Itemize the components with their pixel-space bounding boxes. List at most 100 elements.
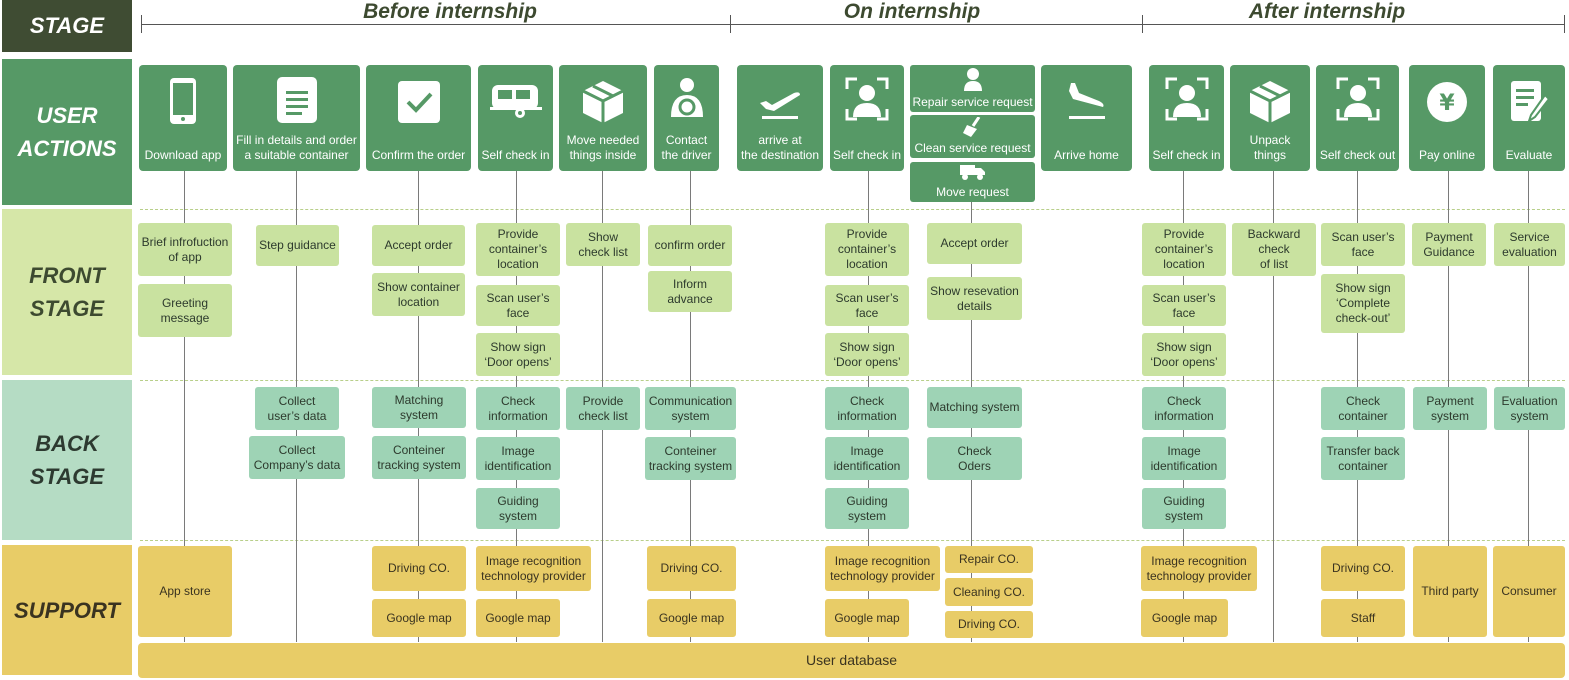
support-label: SUPPORT — [2, 545, 132, 675]
face-scan-icon — [1336, 77, 1379, 121]
face-scan-icon — [1165, 77, 1208, 121]
front-inform-advance: Inform advance — [648, 271, 732, 312]
front-show-reservation: Show resevation details — [927, 277, 1022, 320]
front-door-opens-1: Show sign ‘Door opens’ — [476, 333, 560, 376]
front-accept-order-1: Accept order — [372, 225, 465, 266]
front-service-evaluation: Service evaluation — [1494, 223, 1565, 266]
action-repair-request[interactable]: Repair service request — [910, 65, 1035, 112]
back-collect-company: Collect Company’s data — [249, 436, 345, 479]
action-label: Self check in — [832, 148, 902, 162]
action-label: Clean service request — [914, 141, 1031, 155]
back-check-orders: Check Oders — [927, 437, 1022, 480]
repair-worker-icon — [963, 68, 982, 91]
support-third-party: Third party — [1413, 546, 1487, 637]
action-evaluate[interactable]: Evaluate — [1493, 65, 1565, 171]
front-complete-checkout: Show sign ‘Complete check-out’ — [1321, 274, 1405, 333]
back-evaluation-system: Evaluation system — [1494, 387, 1565, 430]
front-top-divider — [140, 209, 1565, 210]
flow-line — [184, 170, 185, 642]
back-check-info-3: Check information — [1142, 387, 1226, 430]
action-label: Arrive home — [1054, 148, 1119, 162]
action-confirm-order[interactable]: Confirm the order — [366, 65, 471, 171]
support-driving-1: Driving CO. — [372, 546, 466, 591]
support-image-rec-2: Image recognition technology provider — [825, 546, 940, 591]
action-self-check-in-1[interactable]: Self check in — [478, 65, 553, 171]
back-stage-label: BACK STAGE — [2, 380, 132, 540]
support-google-5: Google map — [1141, 599, 1228, 637]
flow-line — [1273, 170, 1274, 642]
front-scan-face-3: Scan user’s face — [1142, 285, 1226, 326]
action-label: Download app — [144, 148, 222, 162]
action-move-things[interactable]: Move needed things inside — [559, 65, 647, 171]
front-provide-location-2: Provide container’s location — [825, 223, 909, 276]
phase-on: On internship — [832, 0, 992, 24]
support-repair-co: Repair CO. — [945, 546, 1033, 573]
support-google-4: Google map — [825, 599, 909, 637]
front-confirm-order: confirm order — [648, 225, 732, 266]
action-label: arrive at the destination — [740, 133, 820, 162]
action-label: Confirm the order — [371, 148, 466, 162]
action-pay-online[interactable]: ¥ Pay online — [1409, 65, 1485, 171]
action-unpack[interactable]: Unpack things — [1230, 65, 1310, 171]
back-image-id-1: Image identification — [476, 437, 560, 480]
action-label: Unpack things — [1249, 133, 1291, 162]
back-matching-1: Matching system — [372, 387, 466, 428]
back-transfer-back: Transfer back container — [1321, 437, 1405, 480]
front-scan-face-2: Scan user’s face — [825, 285, 909, 326]
back-image-id-2: Image identification — [825, 437, 909, 480]
action-label: Self check out — [1319, 148, 1396, 162]
front-brief-intro: Brief infrofuction of app — [138, 223, 232, 276]
action-label: Move needed things inside — [566, 133, 640, 162]
support-user-database: User database — [138, 643, 1565, 678]
front-provide-location-1: Provide container’s location — [476, 223, 560, 276]
back-guiding-1: Guiding system — [476, 488, 560, 529]
front-greeting: Greeting message — [138, 284, 232, 337]
driver-icon — [670, 78, 703, 117]
support-google-2: Google map — [476, 599, 560, 637]
back-check-info-1: Check information — [476, 387, 560, 430]
phase-tick-start — [141, 15, 142, 33]
back-check-container: Check container — [1321, 387, 1405, 430]
action-self-check-out[interactable]: Self check out — [1316, 65, 1399, 171]
action-label: Move request — [936, 185, 1009, 199]
back-top-divider — [140, 380, 1565, 381]
face-scan-icon — [845, 77, 889, 121]
phase-tick-on — [730, 15, 731, 33]
front-provide-location-3: Provide container’s location — [1142, 223, 1226, 276]
support-driving-4: Driving CO. — [1321, 546, 1405, 591]
back-tracking-1: Conteiner tracking system — [372, 436, 466, 479]
action-arrive-home[interactable]: Arrive home — [1041, 65, 1132, 171]
phase-tick-after — [1142, 15, 1143, 33]
support-google-1: Google map — [372, 599, 466, 637]
back-tracking-2: Conteiner tracking system — [645, 437, 736, 480]
back-communication: Communication system — [645, 387, 736, 430]
front-show-container-location: Show container location — [372, 273, 465, 316]
action-self-check-in-3[interactable]: Self check in — [1149, 65, 1224, 171]
front-show-check-list: Show check list — [566, 223, 640, 266]
support-image-rec-1: Image recognition technology provider — [476, 546, 591, 591]
action-contact-driver[interactable]: Contact the driver — [654, 65, 719, 171]
box-icon — [582, 81, 624, 123]
action-arrive-destination[interactable]: arrive at the destination — [737, 65, 823, 171]
checkbox-icon — [397, 81, 440, 123]
yen-coin-icon: ¥ — [1427, 82, 1467, 122]
truck-icon — [959, 165, 985, 180]
support-top-divider — [140, 540, 1565, 541]
user-actions-label: USER ACTIONS — [2, 59, 132, 205]
action-move-request[interactable]: Move request — [910, 162, 1035, 202]
action-download-app[interactable]: Download app — [139, 65, 227, 171]
stage-label: STAGE — [2, 0, 132, 52]
back-image-id-3: Image identification — [1142, 437, 1226, 480]
support-driving-2: Driving CO. — [647, 546, 736, 591]
action-fill-details[interactable]: Fill in details and order a suitable con… — [233, 65, 360, 171]
action-clean-request[interactable]: Clean service request — [910, 115, 1035, 158]
support-staff: Staff — [1321, 599, 1405, 637]
smartphone-icon — [170, 78, 196, 124]
trailer-icon — [489, 85, 542, 118]
front-door-opens-3: Show sign ‘Door opens’ — [1142, 333, 1226, 376]
phase-before: Before internship — [340, 0, 560, 24]
action-self-check-in-2[interactable]: Self check in — [830, 65, 904, 171]
svg-text:¥: ¥ — [1439, 91, 1455, 116]
back-provide-check-list: Provide check list — [566, 387, 640, 430]
back-guiding-2: Guiding system — [825, 488, 909, 529]
